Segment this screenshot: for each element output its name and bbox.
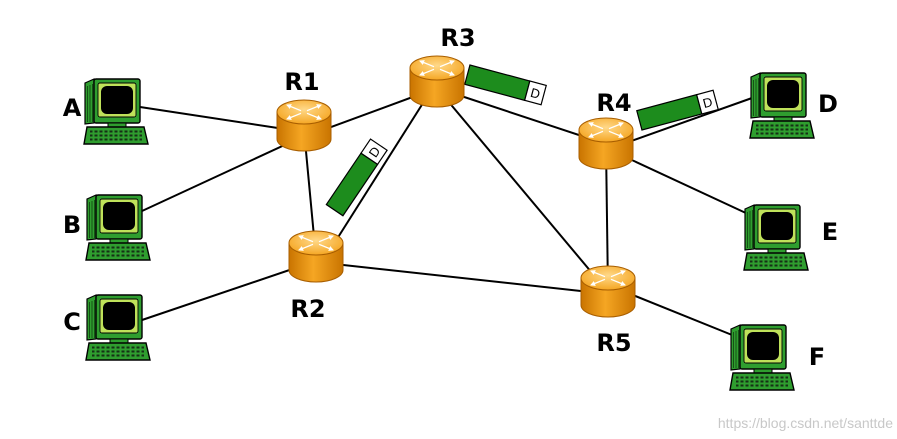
host-b: B xyxy=(63,194,151,261)
router-r1: R1 xyxy=(277,68,331,151)
computer-icon xyxy=(85,294,151,361)
router-r5: R5 xyxy=(581,266,635,357)
link-r2-r3 xyxy=(329,91,431,251)
host-label: C xyxy=(63,308,81,336)
router-label: R1 xyxy=(284,68,319,96)
packet-r2-r3: D xyxy=(325,138,388,217)
router-icon xyxy=(410,56,464,107)
host-e: E xyxy=(743,204,838,271)
router-label: R3 xyxy=(440,24,475,52)
router-r2: R2 xyxy=(289,231,343,323)
router-r4: R4 xyxy=(579,89,633,169)
computer-icon xyxy=(85,194,151,261)
computer-icon xyxy=(743,204,809,271)
packet-r3-r4: D xyxy=(464,64,547,106)
packet-r4-d: D xyxy=(636,89,719,131)
host-label: A xyxy=(63,94,82,122)
host-label: B xyxy=(63,211,81,239)
router-icon xyxy=(277,100,331,151)
router-r3: R3 xyxy=(410,24,476,107)
host-c: C xyxy=(63,294,151,361)
packet-label: D xyxy=(701,94,714,111)
router-label: R4 xyxy=(596,89,631,117)
router-icon xyxy=(579,118,633,169)
router-icon xyxy=(581,266,635,317)
router-icon xyxy=(289,231,343,282)
link-c-r2 xyxy=(141,260,317,321)
host-label: F xyxy=(809,343,825,371)
router-label: R2 xyxy=(290,295,325,323)
computer-icon xyxy=(749,72,815,139)
link-b-r1 xyxy=(141,135,305,212)
link-r2-r5 xyxy=(315,261,609,295)
host-a: A xyxy=(63,78,149,145)
watermark: https://blog.csdn.net/santtde xyxy=(718,415,893,431)
computer-icon xyxy=(729,324,795,391)
host-f: F xyxy=(729,324,825,391)
host-label: E xyxy=(822,218,838,246)
link-r3-r5 xyxy=(436,87,609,293)
computer-icon xyxy=(83,78,149,145)
host-d: D xyxy=(749,72,838,139)
host-label: D xyxy=(818,90,838,118)
link-r3-r4 xyxy=(436,87,607,145)
router-label: R5 xyxy=(596,329,631,357)
packet-label: D xyxy=(529,85,542,102)
